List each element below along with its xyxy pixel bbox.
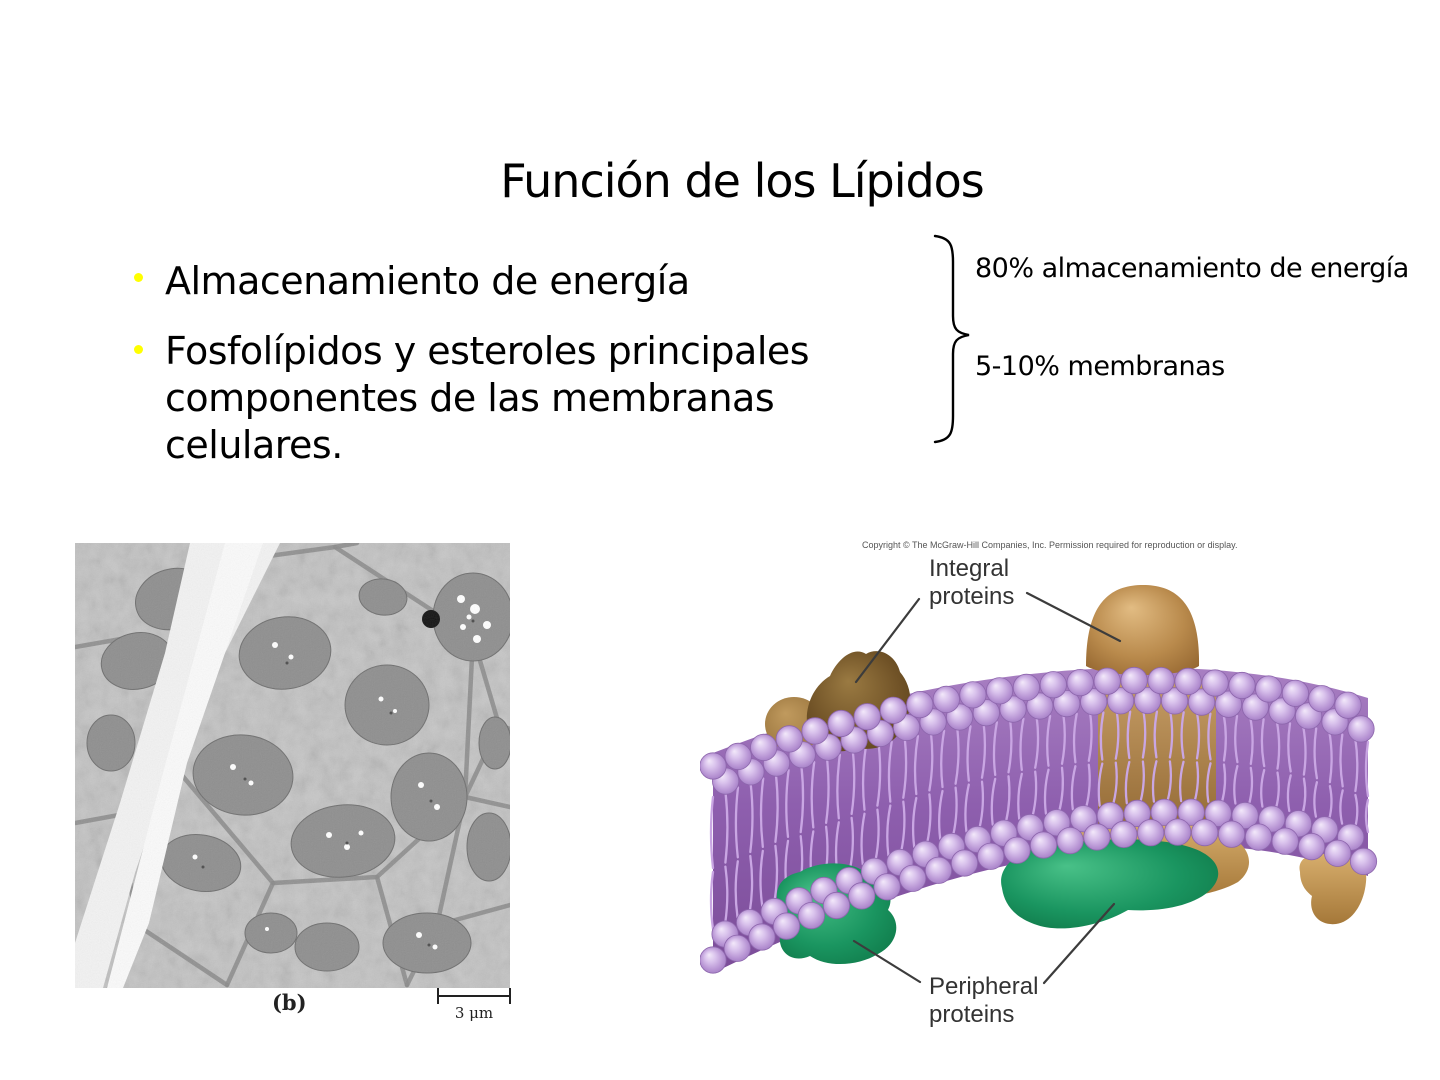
bullet-item-energy: Almacenamiento de energía: [128, 258, 928, 305]
peripheral-protein-right: [1001, 839, 1219, 929]
bullet-text: Fosfolípidos y esteroles principales com…: [165, 329, 810, 467]
slide-title: Función de los Lípidos: [500, 154, 985, 208]
annotation-membranes-510: 5-10% membranas: [975, 351, 1225, 382]
peripheral-proteins-label-line2: proteins: [929, 1001, 1014, 1028]
fatty-acid-tails-lower: [709, 760, 1370, 931]
micrograph-film-grain: [75, 543, 510, 988]
curly-brace: [933, 234, 970, 444]
scale-bar-label: 3 μm: [455, 1004, 493, 1022]
bullet-dot-icon: [134, 345, 143, 354]
bullet-list: Almacenamiento de energía Fosfolípidos y…: [128, 258, 928, 469]
annotation-energy-80: 80% almacenamiento de energía: [975, 253, 1409, 284]
leader-peripheral-right: [1042, 902, 1116, 985]
micrograph-caption: (b): [272, 990, 307, 1015]
bullet-item-membranes: Fosfolípidos y esteroles principales com…: [128, 328, 928, 469]
scale-bar: 3 μm: [437, 988, 511, 1022]
peripheral-proteins-label-line1: Peripheral: [929, 973, 1038, 1000]
phospholipid-heads-top-front: [700, 666, 1362, 780]
integral-protein-fragment: [1299, 853, 1367, 925]
bullet-dot-icon: [134, 273, 143, 282]
fatty-acid-tails-upper: [709, 710, 1370, 870]
leader-integral-right: [1025, 591, 1122, 643]
brace-path: [933, 234, 970, 444]
phospholipid-heads-bottom-front: [700, 818, 1378, 974]
leader-peripheral-left: [852, 939, 922, 984]
bullet-text: Almacenamiento de energía: [165, 259, 690, 303]
integral-proteins-label-line1: Integral: [929, 555, 1009, 582]
leader-integral-left: [854, 597, 921, 684]
integral-protein-dome: [1086, 585, 1200, 675]
membrane-figure: Copyright © The McGraw-Hill Companies, I…: [700, 540, 1378, 1028]
integral-proteins-label-line2: proteins: [929, 583, 1014, 610]
phospholipid-heads-bottom-back: [711, 798, 1365, 948]
micrograph-figure: [75, 543, 510, 988]
copyright-text: Copyright © The McGraw-Hill Companies, I…: [862, 540, 1237, 550]
